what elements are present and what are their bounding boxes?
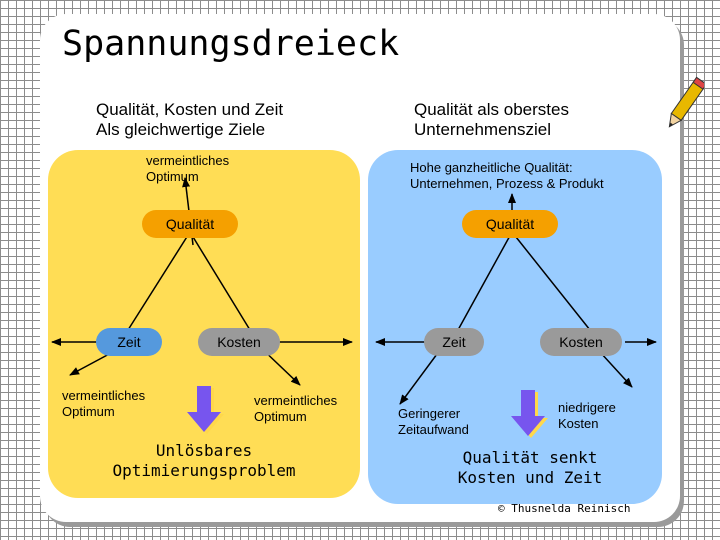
- right-top-text: Hohe ganzheitliche Qualität: Unternehmen…: [410, 160, 604, 191]
- right-left-text: Geringerer Zeitaufwand: [398, 406, 469, 437]
- right-arrow-down-right: [599, 351, 633, 388]
- right-edge-a: [457, 231, 513, 331]
- left-top-optimum: vermeintliches Optimum: [146, 153, 230, 184]
- right-right-text: niedrigere Kosten: [558, 400, 616, 431]
- right-panel: [368, 150, 662, 504]
- right-heading: Qualität als oberstes Unternehmensziel: [414, 100, 569, 139]
- right-edge-b: [511, 231, 591, 331]
- right-cost-node: Kosten: [540, 328, 622, 356]
- right-quality-node: Qualität: [462, 210, 558, 238]
- left-left-optimum: vermeintliches Optimum: [62, 388, 146, 419]
- down-arrow-icon: [511, 390, 548, 438]
- right-conclusion: Qualität senkt Kosten und Zeit: [457, 448, 603, 487]
- right-triangle: [375, 193, 657, 405]
- left-time-node: Zeit: [96, 328, 162, 356]
- right-arrow-down-left: [399, 349, 441, 405]
- left-edge-b: [189, 231, 251, 331]
- slide-title: Spannungsdreieck: [62, 24, 400, 64]
- down-arrow-icon: [187, 386, 224, 434]
- left-heading: Qualität, Kosten und Zeit Als gleichwert…: [96, 100, 284, 139]
- left-panel: [48, 150, 360, 498]
- pencil-icon: [668, 76, 704, 128]
- left-conclusion: Unlösbares Optimierungsproblem: [112, 441, 296, 480]
- copyright: © Thusnelda Reinisch: [498, 502, 631, 515]
- left-right-optimum: vermeintliches Optimum: [254, 393, 338, 424]
- left-cost-node: Kosten: [198, 328, 280, 356]
- left-edge-a: [127, 231, 191, 331]
- right-time-node: Zeit: [424, 328, 484, 356]
- left-quality-node: Qualität: [142, 210, 238, 238]
